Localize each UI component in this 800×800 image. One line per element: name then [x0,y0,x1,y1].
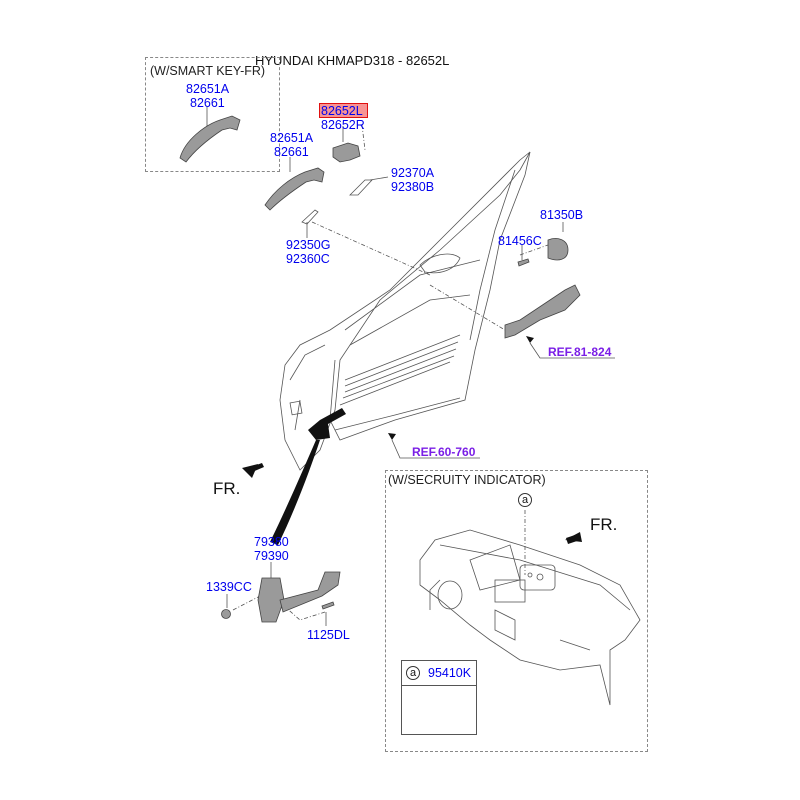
part-number[interactable]: 82661 [274,145,309,159]
part-number[interactable]: 81350B [540,208,584,222]
door-frame [279,151,531,471]
part-number[interactable]: 1339CC [206,580,252,594]
part-label-pad-upper[interactable]: 92370A 92380B [391,166,434,194]
part-number[interactable]: 92370A [391,166,435,180]
part-label-handle-cover[interactable]: 82652L 82652R [321,104,365,132]
part-number[interactable]: 82652R [321,118,365,132]
part-number[interactable]: 92360C [286,252,330,266]
front-direction-label-dashboard: FR. [590,515,618,534]
indicator-legend: a 95410K [401,660,477,735]
callout-a-marker: a [518,493,532,507]
part-number[interactable]: 92380B [391,180,435,194]
handle-shape [264,167,325,211]
part-label-checker[interactable]: 79380 79390 [254,535,289,563]
smart-handle-shape [179,115,241,163]
diagram-title: HYUNDAI KHMAPD318 - 82652L [255,53,450,68]
part-label-screw[interactable]: 81456C [498,234,542,248]
callout-a-symbol: a [406,666,420,680]
part-number[interactable]: 82651A [270,131,314,145]
ref-link-latch[interactable]: REF.81-824 [548,345,612,359]
part-label-striker[interactable]: 81350B [540,208,583,222]
latch-shape [504,284,581,339]
legend-header: a 95410K [402,661,476,686]
part-label-bolt[interactable]: 1125DL [307,628,350,642]
dashboard-outline [419,529,641,706]
part-number[interactable]: 82651A [186,82,230,96]
checker-shape [257,577,285,623]
part-highlight [319,103,368,118]
ref-link-door[interactable]: REF.60-760 [412,445,476,459]
smart-key-box [145,57,280,172]
striker-shape [547,238,569,261]
part-number-highlighted[interactable]: 82652L [321,104,363,118]
handle-cover-shape [332,142,361,163]
part-number[interactable]: 79380 [254,535,289,549]
part-number[interactable]: 82661 [190,96,225,110]
part-label-handle[interactable]: 82651A 82661 [270,131,313,159]
smart-key-box-label: (W/SMART KEY-FR) [150,64,266,78]
part-label-indicator[interactable]: 95410K [428,666,472,680]
part-number[interactable]: 1125DL [307,628,350,642]
security-indicator-box-label: (W/SECRUITY INDICATOR) [388,473,546,487]
front-direction-label: FR. [213,479,241,498]
part-number[interactable]: 92350G [286,238,331,252]
part-number[interactable]: 79390 [254,549,289,563]
part-number[interactable]: 81456C [498,234,542,248]
part-label-smart-handle[interactable]: 82651A 82661 [186,82,229,110]
part-label-pad-lower[interactable]: 92350G 92360C [286,238,330,266]
security-indicator-box [385,470,648,752]
part-label-nut[interactable]: 1339CC [206,580,252,594]
weatherstrip-arrow [308,408,346,440]
